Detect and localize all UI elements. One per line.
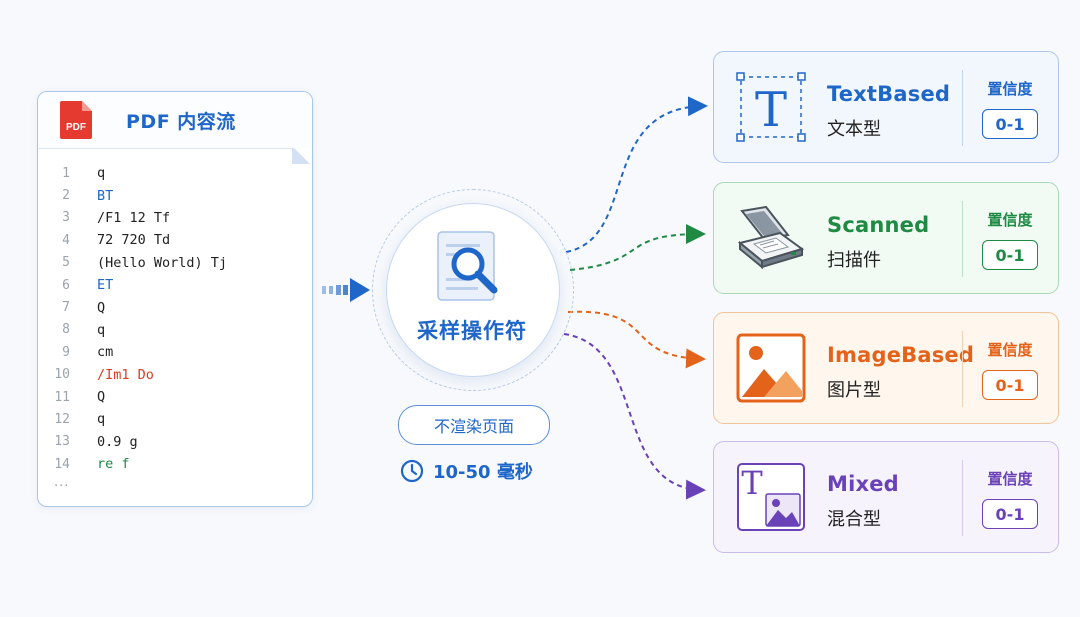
input-arrow [322, 278, 370, 302]
code-line: 9 cm [38, 341, 312, 363]
line-number: 1 [62, 165, 70, 181]
operator-label: 采样操作符 [417, 319, 527, 343]
code-line: 6 ET [38, 274, 312, 296]
code-text: Q [97, 389, 106, 406]
code-line: 14 re f [38, 453, 312, 475]
page-fold [292, 148, 312, 164]
confidence-label: 置信度 [987, 80, 1033, 98]
clock-icon [400, 459, 424, 483]
category-card-scanned: Scanned 扫描件 置信度 0-1 [713, 182, 1059, 294]
code-text: Q [97, 299, 106, 316]
code-text: /F1 12 Tf [97, 209, 171, 226]
line-number: 4 [62, 232, 70, 248]
timing-text: 10-50 毫秒 [433, 462, 533, 483]
pdf-icon-badge: PDF [66, 122, 86, 133]
line-number: 11 [54, 389, 70, 405]
no-render-pill: 不渲染页面 [398, 405, 550, 445]
line-number: 6 [62, 277, 70, 293]
code-text: BT [97, 187, 114, 204]
code-text: ET [97, 277, 114, 294]
line-number: 7 [62, 300, 70, 316]
line-number: 13 [54, 434, 70, 450]
category-zh-name: 文本型 [827, 119, 881, 140]
svg-text:T: T [755, 82, 787, 138]
code-line: 12 q [38, 408, 312, 430]
code-text: q [97, 165, 106, 182]
category-zh-name: 扫描件 [827, 250, 881, 271]
line-number: 8 [62, 322, 70, 338]
confidence-label: 置信度 [987, 211, 1033, 229]
code-line: 11 Q [38, 386, 312, 408]
category-card-textbased: T TextBased 文本型 置信度 0-1 [713, 51, 1059, 163]
divider [962, 201, 963, 277]
category-zh-name: 混合型 [827, 509, 881, 530]
line-number: 14 [54, 456, 70, 472]
line-number: 5 [62, 255, 70, 271]
code-line: 3/F1 12 Tf [38, 207, 312, 229]
category-name: Mixed [827, 472, 899, 496]
line-number: 9 [62, 344, 70, 360]
connector-textbased [565, 96, 708, 253]
line-number: 3 [62, 210, 70, 226]
connector-imagebased [567, 310, 706, 369]
code-text: re f [97, 456, 130, 473]
line-number: 12 [54, 411, 70, 427]
image-icon [736, 333, 806, 403]
confidence-label: 置信度 [987, 470, 1033, 488]
pdf-card-title: PDF 内容流 [126, 110, 236, 133]
pdf-card-header: PDF PDF 内容流 [38, 92, 312, 149]
text-frame-icon: T [736, 72, 806, 142]
connector-scanned [569, 224, 706, 271]
code-text: /Im1 Do [97, 366, 154, 383]
connector-mixed [563, 333, 706, 500]
confidence-range: 0-1 [982, 109, 1038, 139]
code-text: cm [97, 344, 114, 361]
line-number: 10 [54, 367, 70, 383]
category-name: Scanned [827, 213, 930, 237]
svg-text:T: T [741, 464, 763, 502]
category-name: TextBased [827, 82, 951, 106]
timing-readout: 10-50 毫秒 [400, 458, 533, 484]
code-line: 10/Im1 Do [38, 364, 312, 386]
code-line: 5 (Hello World) Tj [38, 252, 312, 274]
scanner-icon [737, 205, 805, 270]
confidence-range: 0-1 [982, 370, 1038, 400]
divider [962, 331, 963, 407]
line-number: 2 [62, 188, 70, 204]
code-line: 13 0.9 g [38, 431, 312, 453]
code-text: q [97, 321, 106, 338]
document-search-icon [437, 231, 498, 301]
divider [962, 70, 963, 146]
divider [962, 460, 963, 536]
confidence-range: 0-1 [982, 499, 1038, 529]
confidence-label: 置信度 [987, 341, 1033, 359]
operator-halo [372, 189, 574, 391]
category-zh-name: 图片型 [827, 380, 881, 401]
category-name: ImageBased [827, 343, 975, 367]
code-text: 0.9 g [97, 433, 138, 450]
category-card-imagebased: ImageBased 图片型 置信度 0-1 [713, 312, 1059, 424]
code-line: 2 BT [38, 184, 312, 206]
category-card-mixed: T Mixed 混合型 置信度 0-1 [713, 441, 1059, 553]
code-text: q [97, 411, 106, 428]
code-text: (Hello World) Tj [97, 254, 228, 271]
code-text: 72 720 Td [97, 232, 171, 249]
code-line: 4 72 720 Td [38, 229, 312, 251]
confidence-range: 0-1 [982, 240, 1038, 270]
mixed-text-image-icon: T [737, 463, 805, 531]
pdf-file-icon: PDF [60, 101, 92, 139]
more-lines-ellipsis: ... [54, 475, 70, 491]
